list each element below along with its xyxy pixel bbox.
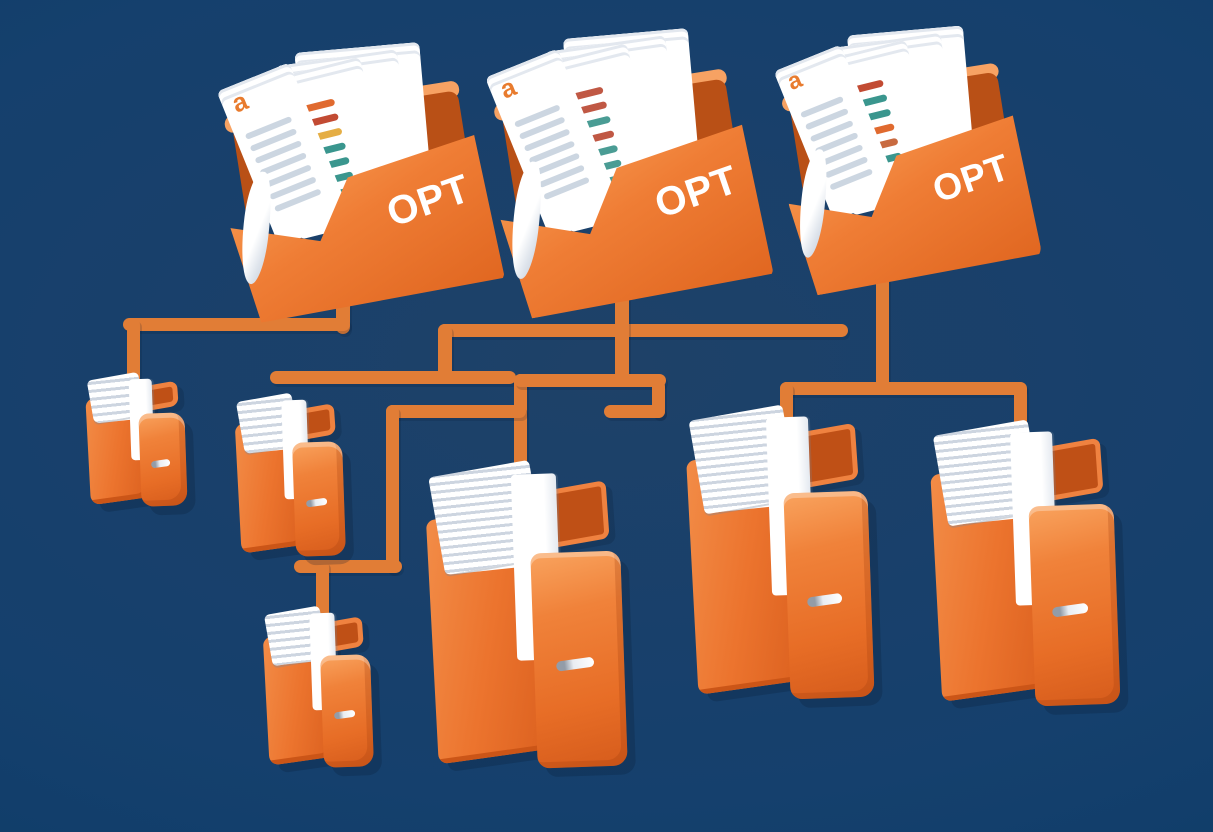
connector-segment-3 [127, 318, 140, 385]
connector-segment-5 [438, 324, 452, 381]
book-slipcase [292, 441, 346, 557]
binder-book-4 [425, 460, 628, 769]
folder-label: OPT [649, 157, 744, 227]
connector-segment-4 [438, 324, 848, 337]
connector-segment-12 [294, 560, 402, 573]
binder-book-1 [85, 372, 188, 507]
connector-segment-10 [386, 405, 526, 418]
connector-segment-2 [123, 318, 350, 331]
folder-label: OPT [381, 166, 476, 236]
doc-logo-a: a [783, 65, 807, 96]
folder-label: OPT [927, 145, 1015, 211]
book-slipcase [783, 490, 875, 700]
binder-book-2 [234, 392, 346, 557]
book-slipcase [530, 550, 628, 769]
doc-logo-a: a [227, 85, 253, 119]
binder-book-6 [930, 419, 1120, 707]
connector-segment-17 [780, 382, 1026, 395]
book-slipcase [320, 653, 374, 768]
connector-segment-11 [386, 405, 399, 573]
connector-segment-9 [514, 374, 666, 387]
connector-segment-6 [270, 371, 516, 384]
slipcase-label-dash [333, 709, 356, 720]
slipcase-label-dash [555, 657, 595, 673]
book-slipcase [1028, 503, 1120, 707]
binder-book-3 [262, 605, 374, 768]
binder-book-5 [686, 404, 875, 700]
slipcase-label-dash [806, 592, 844, 608]
connector-segment-15 [604, 405, 665, 418]
connector-segment-7 [615, 282, 629, 384]
book-slipcase [138, 411, 188, 507]
connector-segment-8 [514, 374, 527, 482]
doc-logo-a: a [495, 71, 521, 105]
slipcase-label-dash [1051, 602, 1089, 618]
slipcase-label-dash [305, 497, 328, 508]
slipcase-label-dash [150, 458, 171, 468]
